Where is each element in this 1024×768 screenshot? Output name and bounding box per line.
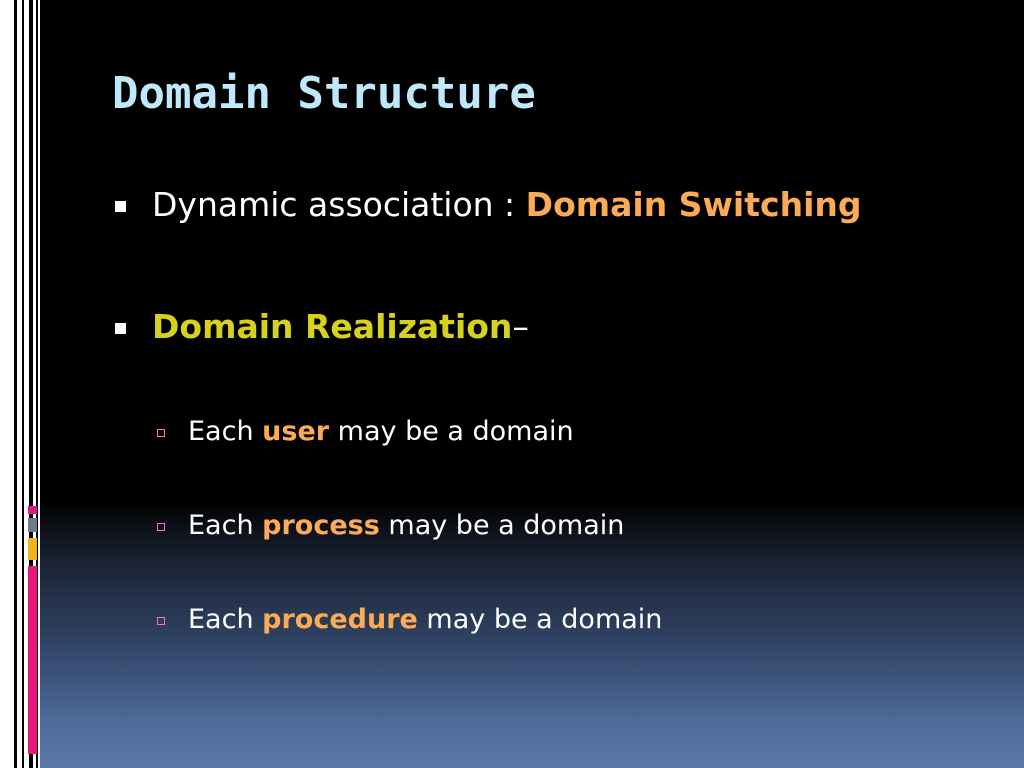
sub-bullet-prefix: Each xyxy=(188,416,263,447)
sub-bullet-text: Each procedure may be a domain xyxy=(188,604,662,635)
hollow-square-bullet-icon xyxy=(157,617,165,625)
slide-title: Domain Structure xyxy=(112,68,536,119)
sub-bullet-prefix: Each xyxy=(188,604,263,635)
sub-bullet-prefix: Each xyxy=(188,510,263,541)
sub-bullet-suffix: may be a domain xyxy=(417,604,663,635)
accent-bar-pink-small xyxy=(28,506,37,514)
bullet-prefix: Dynamic association : xyxy=(152,185,526,224)
hollow-square-bullet-icon xyxy=(157,523,165,531)
sub-bullet-highlight: procedure xyxy=(262,604,418,635)
sub-bullet-highlight: process xyxy=(262,510,380,541)
sub-bullet-suffix: may be a domain xyxy=(379,510,625,541)
accent-bar-gray xyxy=(28,518,37,532)
bullet-highlight: Domain Realization xyxy=(152,307,513,346)
sub-bullet-suffix: may be a domain xyxy=(329,416,574,447)
sub-bullet-text: Each process may be a domain xyxy=(188,510,624,541)
accent-bar-gold xyxy=(28,538,37,560)
left-decorative-strip xyxy=(0,0,40,768)
bullet-text: Dynamic association : Domain Switching xyxy=(152,185,862,224)
decorative-bar xyxy=(14,0,17,768)
sub-bullet-highlight: user xyxy=(262,416,330,447)
square-bullet-icon xyxy=(115,323,126,334)
decorative-bar xyxy=(29,0,33,768)
bullet-suffix: – xyxy=(512,307,529,346)
decorative-bar xyxy=(36,0,38,768)
bullet-highlight: Domain Switching xyxy=(525,185,862,224)
accent-bar-pink xyxy=(28,566,37,754)
hollow-square-bullet-icon xyxy=(157,429,165,437)
sub-bullet-text: Each user may be a domain xyxy=(188,416,574,447)
square-bullet-icon xyxy=(115,201,126,212)
bullet-text: Domain Realization– xyxy=(152,307,529,346)
decorative-bar xyxy=(22,0,24,768)
